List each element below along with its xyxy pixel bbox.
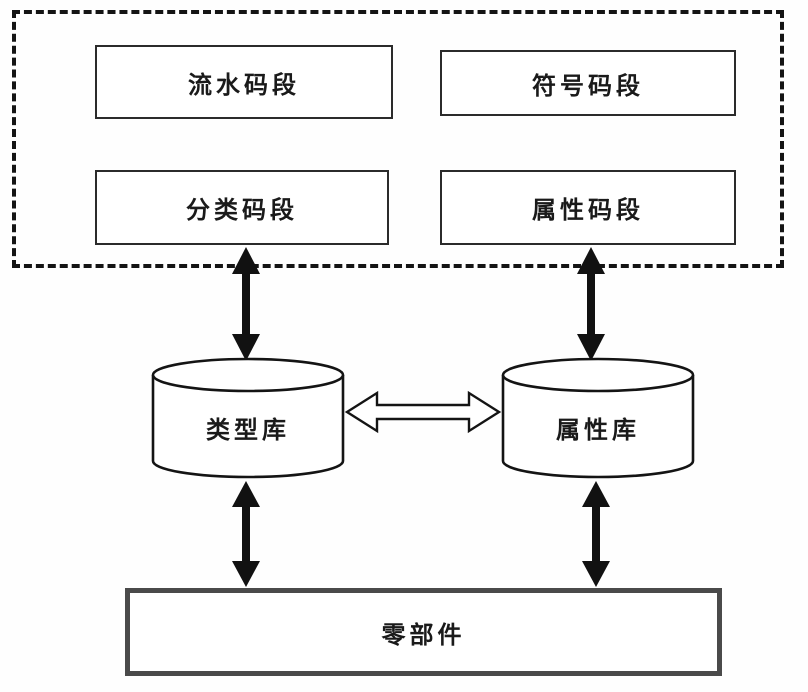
double-arrow-type-library-to-parts-icon [232, 481, 260, 587]
double-arrow-type-library-to-attribute-library-icon [344, 390, 502, 434]
box-classification-code-segment: 分类码段 [95, 170, 389, 245]
box-symbol-code-segment: 符号码段 [440, 50, 736, 116]
attribute-library-cylinder-icon [501, 357, 695, 479]
attribute-code-segment-label: 属性码段 [532, 196, 644, 224]
attribute-library-label: 属性库 [556, 416, 640, 444]
double-arrow-attribute-to-attribute-library-icon [577, 247, 605, 361]
box-parts: 零部件 [125, 588, 722, 676]
double-arrow-classification-to-type-library-icon [232, 247, 260, 361]
symbol-code-segment-label: 符号码段 [532, 71, 644, 100]
code-segment-group-frame [12, 10, 784, 268]
box-serial-code-segment: 流水码段 [95, 45, 393, 119]
parts-label: 零部件 [381, 620, 466, 649]
type-library-label: 类型库 [206, 416, 290, 444]
serial-code-segment-label: 流水码段 [188, 70, 300, 99]
type-library-cylinder-icon [151, 357, 345, 479]
classification-code-segment-label: 分类码段 [186, 196, 298, 224]
box-attribute-code-segment: 属性码段 [440, 170, 736, 245]
double-arrow-attribute-library-to-parts-icon [582, 481, 610, 587]
